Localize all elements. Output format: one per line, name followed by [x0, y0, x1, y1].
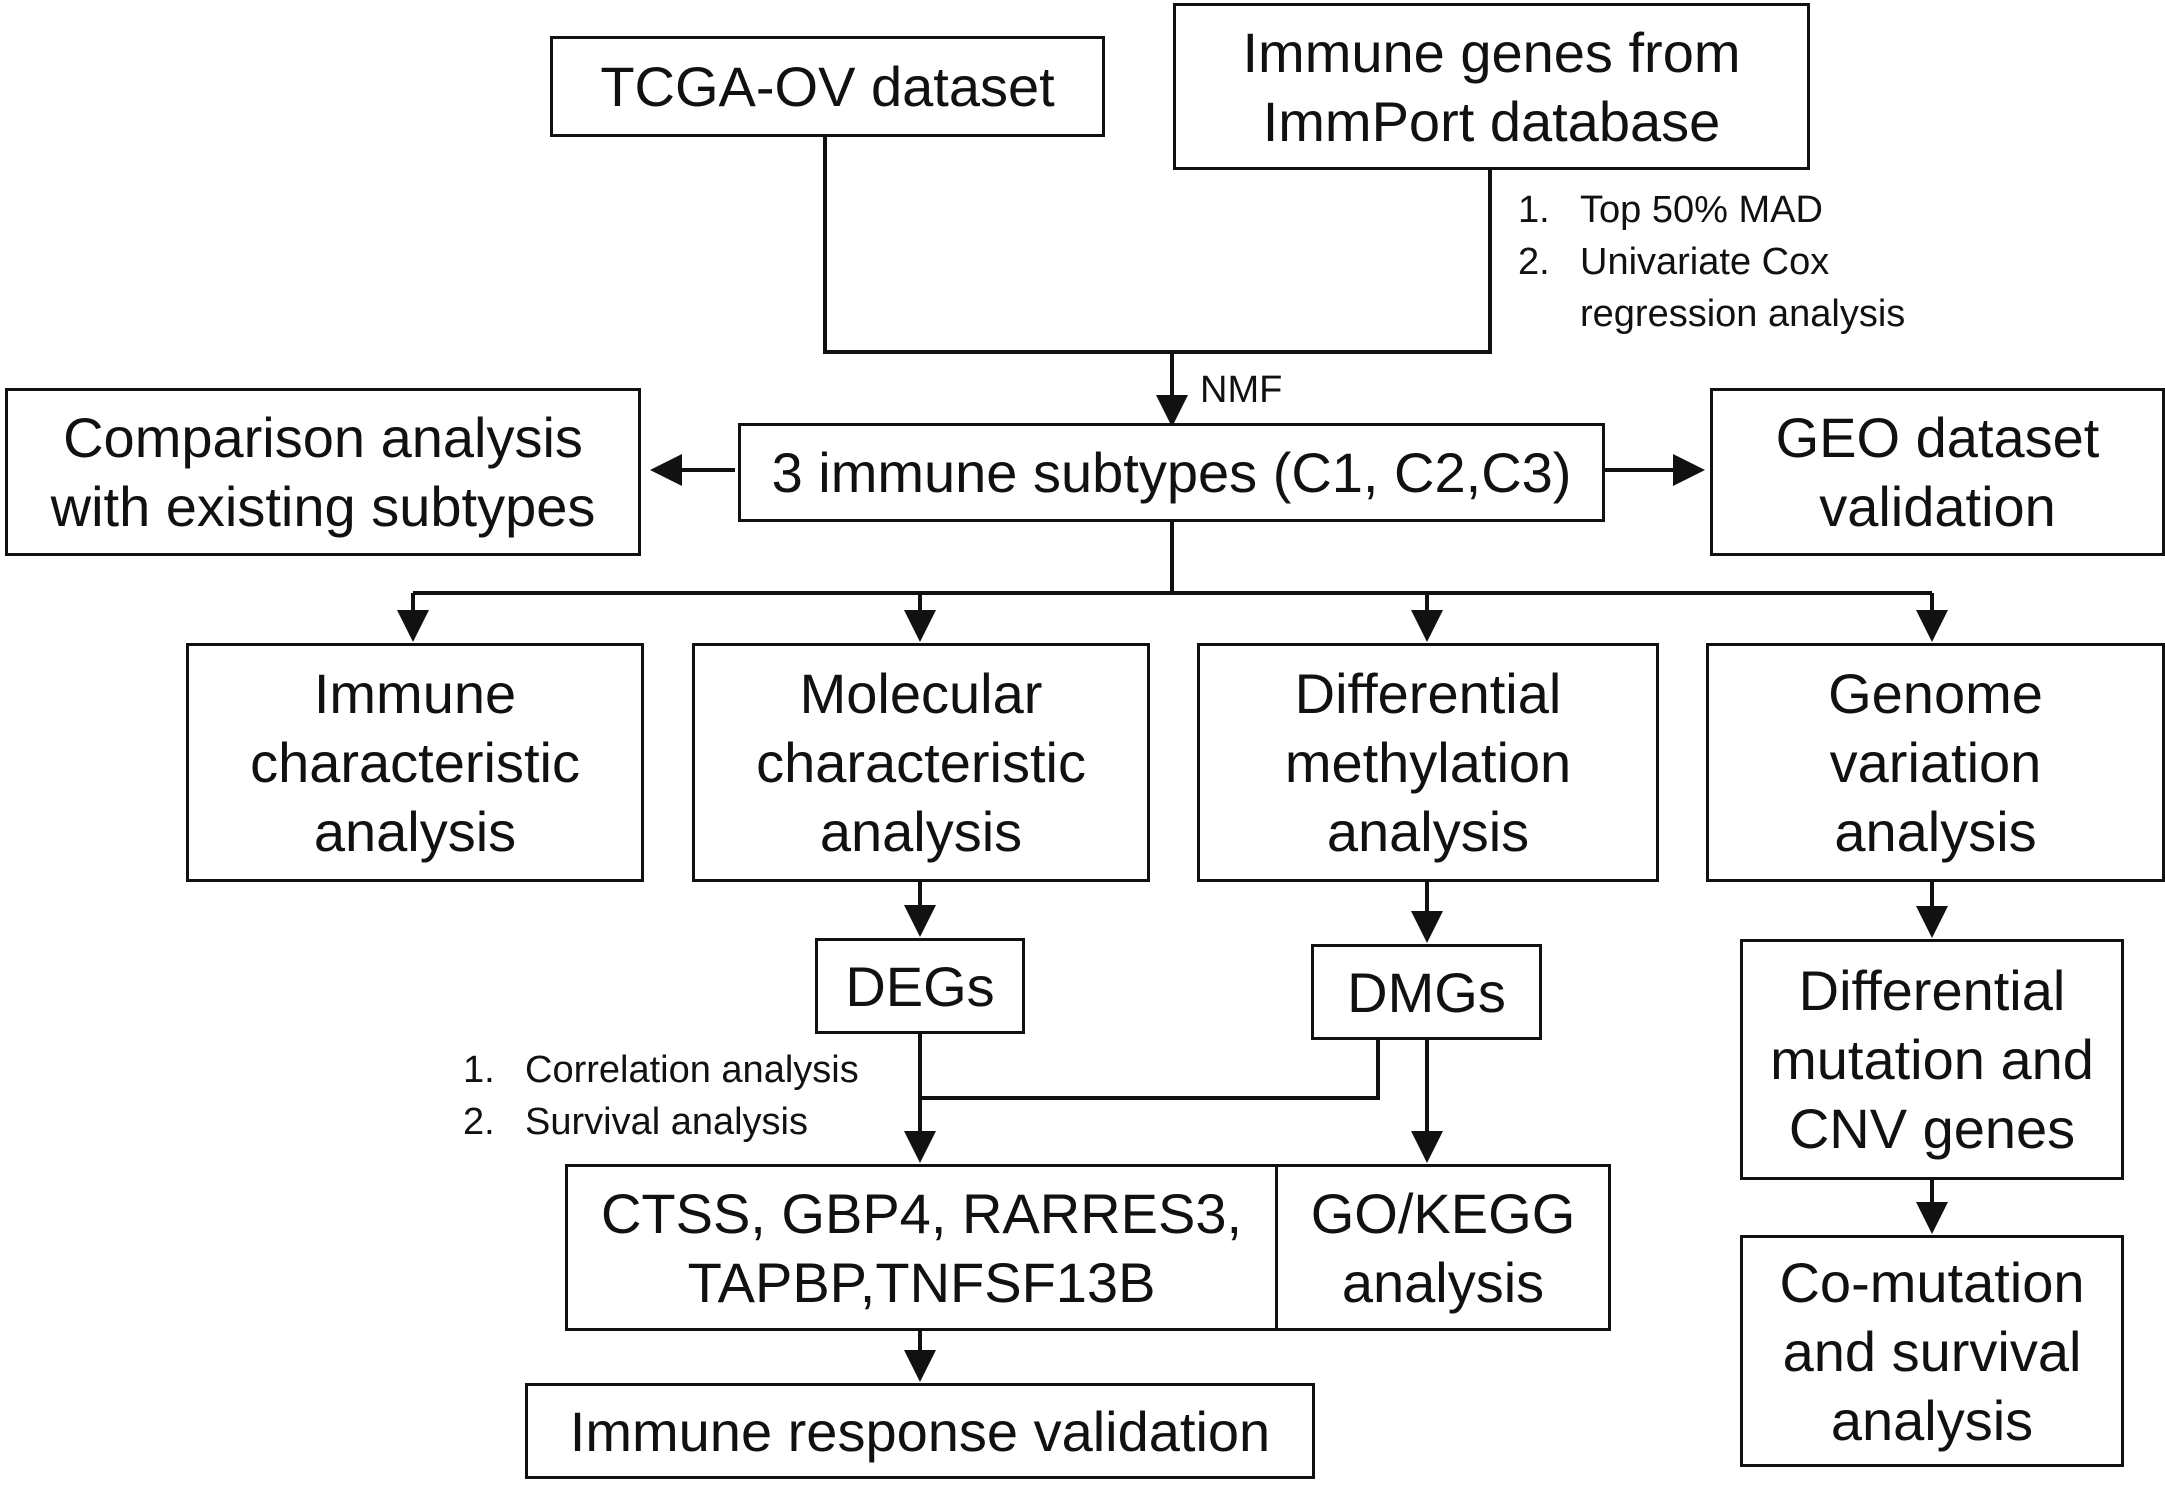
tcga-ov-box: TCGA-OV dataset — [550, 36, 1105, 137]
edge-inputs-merge — [823, 137, 1492, 354]
note-text: regression analysis — [1580, 293, 1906, 335]
comutation-survival-box: Co-mutation and survival analysis — [1740, 1235, 2124, 1467]
note-number: 1. — [1518, 189, 1550, 231]
genome-variation-box: Genome variation analysis — [1706, 643, 2165, 882]
immport-box: Immune genes from ImmPort database — [1173, 3, 1810, 170]
immune-response-validation-box: Immune response validation — [525, 1383, 1315, 1479]
differential-methylation-box: Differential methylation analysis — [1197, 643, 1659, 882]
immune-characteristic-box: Immune characteristic analysis — [186, 643, 644, 882]
go-kegg-box: GO/KEGG analysis — [1275, 1164, 1611, 1331]
molecular-characteristic-box: Molecular characteristic analysis — [692, 643, 1150, 882]
mad-cox-note: 1. Top 50% MAD 2. Univariate Cox regressio… — [1518, 184, 1905, 340]
geo-validation-box: GEO dataset validation — [1710, 388, 2165, 556]
differential-mutation-box: Differential mutation and CNV genes — [1740, 939, 2124, 1180]
note-number: 1. — [463, 1049, 495, 1091]
dmgs-box: DMGs — [1311, 944, 1542, 1040]
correlation-survival-note: 1. Correlation analysis 2. Survival analys… — [463, 1044, 859, 1148]
note-text: Univariate Cox — [1580, 241, 1830, 283]
note-text: Survival analysis — [525, 1101, 808, 1143]
note-text: Correlation analysis — [525, 1049, 859, 1091]
degs-box: DEGs — [815, 938, 1025, 1034]
immune-subtypes-box: 3 immune subtypes (C1, C2,C3) — [738, 423, 1605, 522]
nmf-label: NMF — [1200, 369, 1283, 411]
hub-genes-box: CTSS, GBP4, RARRES3, TAPBP,TNFSF13B — [565, 1164, 1278, 1331]
comparison-analysis-box: Comparison analysis with existing subtyp… — [5, 388, 641, 556]
note-text: Top 50% MAD — [1580, 189, 1823, 231]
note-number: 2. — [463, 1101, 495, 1143]
edge-dmgs-join — [920, 1040, 1380, 1100]
note-number: 2. — [1518, 241, 1550, 283]
